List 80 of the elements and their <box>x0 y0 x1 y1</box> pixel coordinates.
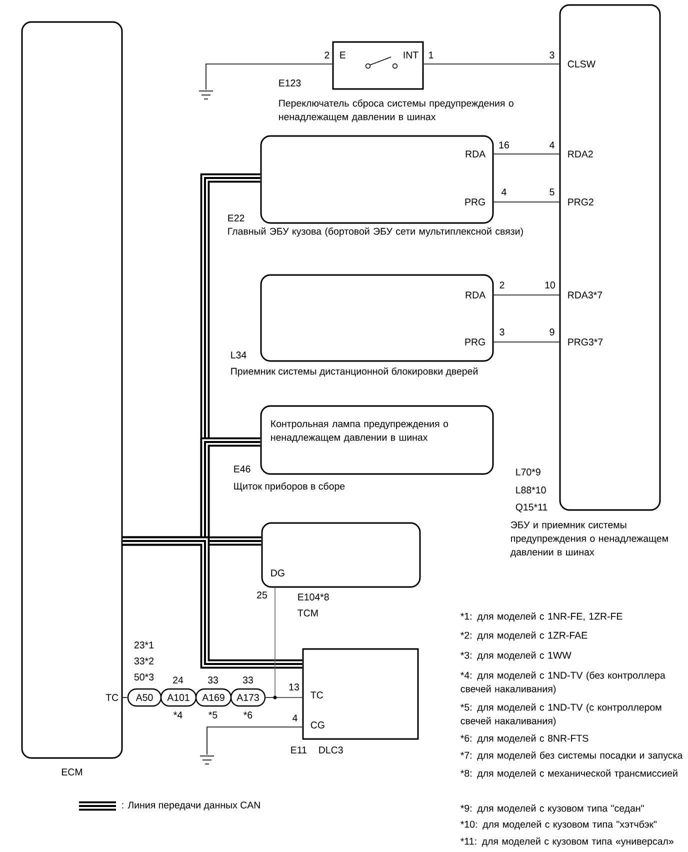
pin-name: CG <box>310 722 324 728</box>
pin-number: 24 <box>173 676 184 684</box>
wire <box>493 294 560 296</box>
footnote: *3: для моделей с 1WW <box>460 651 572 661</box>
component-name: TCM <box>298 610 318 616</box>
ground-symbol <box>200 756 214 764</box>
pin-name: INT <box>404 52 418 58</box>
footnote: *9: для моделей с кузовом типа "седан" <box>460 804 644 814</box>
component-name: ECM <box>62 768 82 776</box>
footnote: *8: для моделей с механической трансмиссией <box>460 769 678 779</box>
component-name: DLC3 <box>319 746 343 754</box>
footnote: *11: для моделей с кузовом типа «универсал» <box>460 837 674 847</box>
wire <box>274 587 303 698</box>
pin-name: CLSW <box>568 60 596 68</box>
pin-name: TC <box>106 694 118 701</box>
pin-name: RDA <box>466 292 486 298</box>
pin-number: 33 <box>208 676 218 684</box>
component-name: Приемник системы дистанционной блокировки дверей <box>231 367 478 377</box>
pin-number: 33 <box>242 676 253 684</box>
component-name: Главный ЭБУ кузова (бортовой ЭБУ сети мультиплексной связи) <box>228 227 523 237</box>
pin-number: 5 <box>550 188 554 196</box>
connector-code: A169 <box>202 694 224 701</box>
footnote: *10: для моделей с кузовом типа "хэтчбэк" <box>460 820 657 830</box>
pin-number: 4 <box>550 142 554 148</box>
connector-code: L34 <box>231 352 246 358</box>
connector-code: E46 <box>234 466 250 472</box>
footnote-mark: *6 <box>244 712 252 718</box>
connector-code: E22 <box>228 214 244 222</box>
wire <box>206 64 333 90</box>
footnote: *2: для моделей с 1ZR-FAE <box>460 631 588 641</box>
footnote-mark: *5 <box>208 712 218 718</box>
pin-name: RDA <box>466 150 486 158</box>
pin-number: 3 <box>500 328 504 336</box>
pin-name: PRG2 <box>568 198 594 206</box>
can-bus-line <box>122 536 302 669</box>
pin-number: 23*1 <box>134 642 154 648</box>
pin-name: PRG3*7 <box>568 338 603 346</box>
pin-name: DG <box>271 570 284 576</box>
pin-number: 2 <box>500 282 504 288</box>
pin-number: 9 <box>550 328 554 336</box>
pin-number: 13 <box>289 684 299 690</box>
pin-number: 10 <box>545 282 556 288</box>
pin-name: RDA3*7 <box>568 292 602 298</box>
component-name: ЭБУ и приемник системы предупреждения о ненадлежащем давлении в шинах <box>510 521 668 558</box>
component-name: Щиток приборов в сборе <box>234 482 345 492</box>
ground-symbol <box>198 90 214 100</box>
pin-name: PRG <box>465 198 485 206</box>
pin-number: 2 <box>324 52 330 58</box>
pin-number: 25 <box>257 592 267 598</box>
pin-number: 3 <box>550 52 554 58</box>
pin-name: TC <box>310 692 323 698</box>
connector-code: A50 <box>136 694 153 701</box>
connector-code: E104*8 <box>298 594 329 600</box>
pin-number: 1 <box>429 52 434 58</box>
connector-code: E123 <box>279 80 301 86</box>
connector-code: A101 <box>167 694 190 701</box>
pin-name: PRG <box>465 338 485 346</box>
connector-code: E11 <box>291 746 307 754</box>
pin-name: E <box>340 52 346 58</box>
legend-text: : Линия передачи данных CAN <box>122 802 260 810</box>
pin-number: 16 <box>499 142 509 148</box>
footnote: *4: для моделей с 1ND-TV (без контроллера свечей накаливания) <box>460 671 666 694</box>
pin-number: 33*2 <box>134 658 154 664</box>
wire <box>206 726 303 755</box>
footnote: *7: для моделей без системы посадки и запуска <box>460 751 683 761</box>
footnote: *5: для моделей с 1ND-TV (с контроллером свечей накаливания) <box>460 703 662 726</box>
footnote: *1: для моделей с 1NR-FE, 1ZR-FE <box>460 612 622 622</box>
component-name: Переключатель сброса системы предупреждения о ненадлежащем давлении в шинах <box>279 99 514 122</box>
connector-code: A173 <box>236 694 259 701</box>
warning-lamp-text: Контрольная лампа предупреждения о ненадлежащем давлении в шинах <box>271 420 448 443</box>
connector-code: L88*10 <box>516 486 546 494</box>
footnote-mark: *4 <box>174 712 182 718</box>
wire <box>122 697 128 698</box>
pin-number: 4 <box>292 714 298 722</box>
connector-code: L70*9 <box>516 468 540 476</box>
connector-code: Q15*11 <box>516 504 548 512</box>
pin-number: 50*3 <box>134 674 154 680</box>
pin-name: RDA2 <box>568 150 593 158</box>
footnote: *6: для моделей с 8NR-FTS <box>460 734 588 744</box>
pin-number: 4 <box>502 188 506 196</box>
